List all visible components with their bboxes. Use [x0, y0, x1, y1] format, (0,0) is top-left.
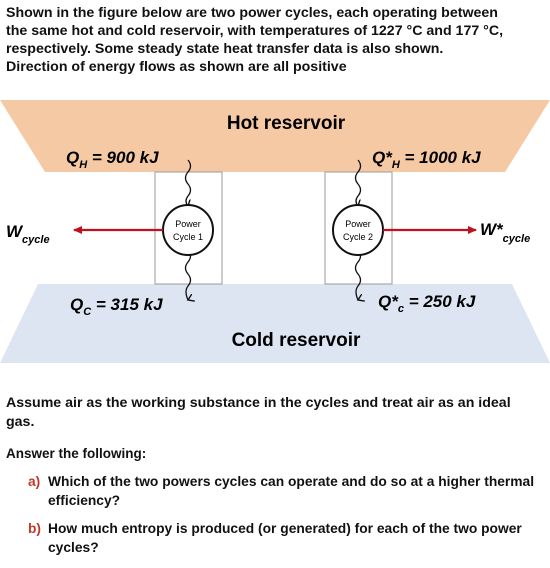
cycle-1-label-line2: Cycle 1: [173, 232, 203, 242]
intro-line-1: Shown in the figure below are two power …: [6, 5, 498, 21]
intro-line-3: respectively. Some steady state heat tra…: [6, 41, 444, 57]
assume-line-2: gas.: [6, 414, 35, 430]
qc-right-arrow: [354, 249, 361, 300]
cycle-2-label-line1: Power: [345, 219, 371, 229]
qh-left-label: QH = 900 kJ: [66, 148, 159, 171]
assume-line-1: Assume air as the working substance in t…: [6, 395, 511, 411]
cycle-1-label-line1: Power: [175, 219, 201, 229]
question-a-letter: a): [28, 474, 41, 489]
qh-left-arrow: [184, 159, 191, 206]
qh-right-arrow: [354, 159, 361, 206]
w-cycle-right-label: W*cycle: [480, 220, 530, 245]
problem-statement: Shown in the figure below are two power …: [6, 4, 546, 76]
question-b-text: How much entropy is produced (or generat…: [48, 521, 522, 555]
question-b-letter: b): [28, 521, 42, 536]
answer-heading: Answer the following:: [6, 446, 147, 461]
power-cycle-2: [332, 204, 384, 256]
power-cycles-figure: Hot reservoir Cold reservoir Power Cycle…: [0, 100, 550, 363]
question-a: a) Which of the two powers cycles can op…: [28, 472, 543, 510]
intro-line-4: Direction of energy flows as shown are a…: [6, 59, 347, 75]
w-cycle-left-label: Wcycle: [6, 222, 50, 246]
qc-left-label: QC = 315 kJ: [70, 295, 163, 318]
intro-line-2: the same hot and cold reservoir, with te…: [6, 23, 504, 39]
cold-reservoir-label: Cold reservoir: [232, 330, 361, 351]
hot-reservoir-label: Hot reservoir: [227, 113, 346, 134]
qc-left-arrow: [184, 249, 191, 300]
cold-reservoir-shape: [0, 284, 550, 363]
cycle-2-label-line2: Cycle 2: [343, 232, 373, 242]
qc-right-label: Q*c = 250 kJ: [378, 292, 476, 315]
assumption-text: Assume air as the working substance in t…: [6, 394, 546, 432]
power-cycle-1: [162, 204, 214, 256]
qh-right-label: Q*H = 1000 kJ: [372, 148, 481, 171]
question-b: b) How much entropy is produced (or gene…: [28, 519, 543, 557]
hot-reservoir-shape: [0, 100, 550, 172]
question-a-text: Which of the two powers cycles can opera…: [48, 474, 535, 508]
